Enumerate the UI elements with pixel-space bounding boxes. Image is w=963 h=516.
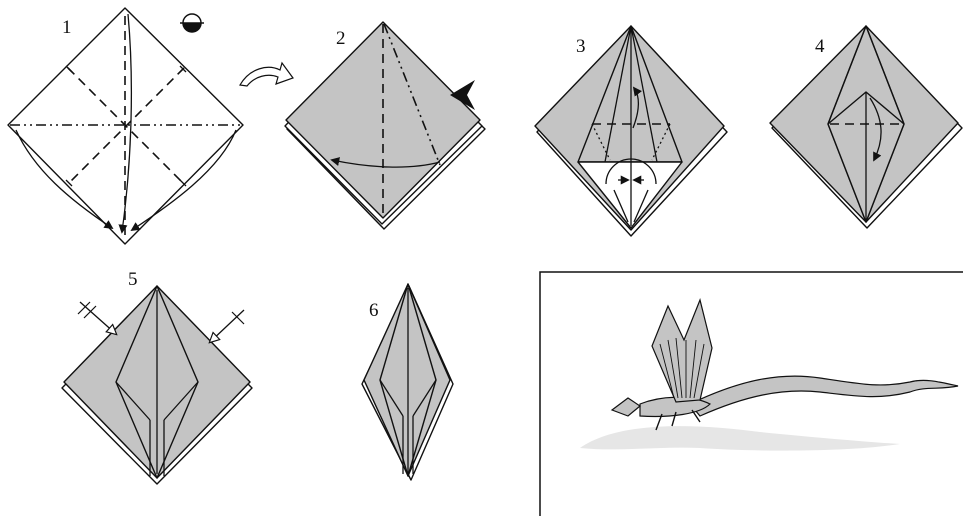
repeat-tick-icon: [232, 312, 244, 324]
finished-model-panel: [540, 272, 963, 516]
step-4-diagram: 4: [770, 26, 962, 228]
step-6-number: 6: [369, 300, 379, 321]
repeat-tick-icon: [78, 302, 96, 318]
step-6-diagram: 6: [362, 284, 453, 480]
dragon-head: [612, 398, 640, 416]
turn-over-icon: [180, 14, 204, 32]
step-1-number: 1: [62, 17, 72, 38]
dragon-shadow: [580, 426, 900, 451]
step-1-diagram: 1: [8, 8, 243, 244]
step-3-diagram: 3: [535, 26, 727, 236]
step-5-diagram: 5: [62, 269, 252, 484]
next-step-arrow-icon: [240, 63, 293, 86]
step-5-number: 5: [128, 269, 138, 290]
step-2-diagram: 2: [285, 22, 485, 229]
dragon-tail: [690, 376, 958, 416]
step-4-number: 4: [815, 36, 825, 57]
step-3-number: 3: [576, 36, 586, 57]
step-2-number: 2: [336, 28, 346, 49]
fold-arrow-right: [210, 310, 244, 342]
